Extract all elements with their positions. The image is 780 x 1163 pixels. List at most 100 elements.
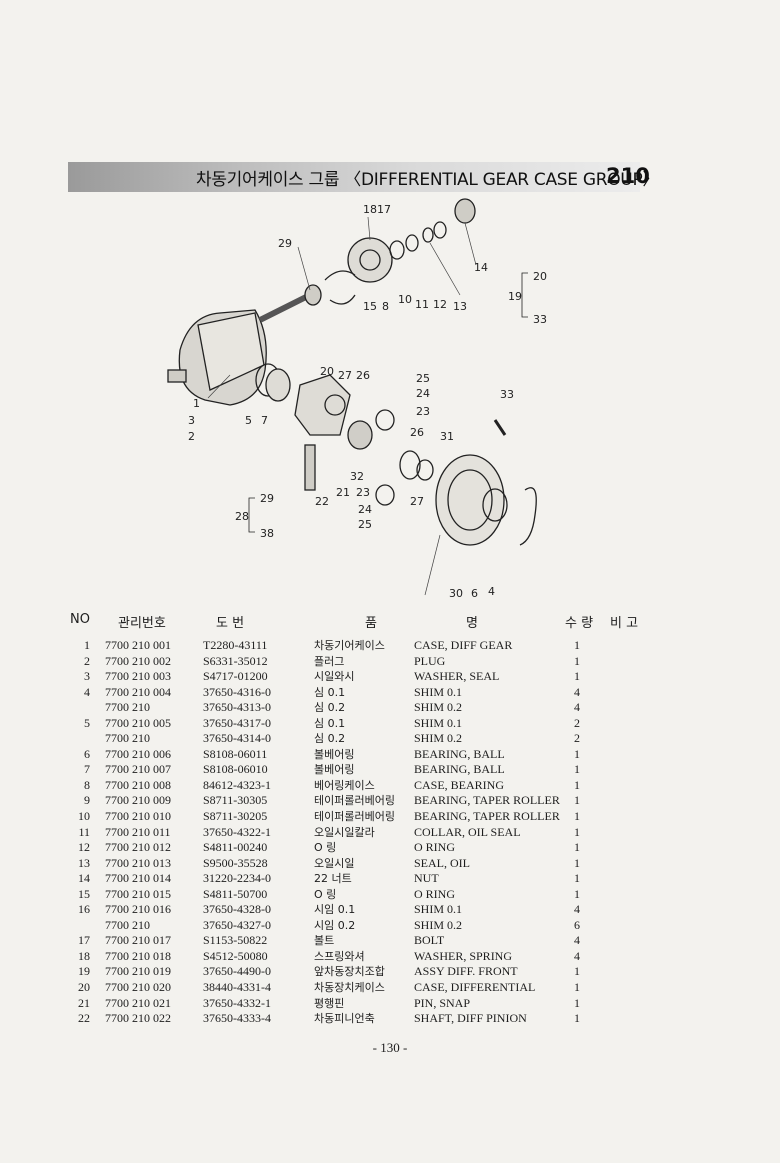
row-name-eng: WASHER, SPRING [414,948,513,963]
diagram-label: 30 [449,587,463,600]
diagram-label: 24 [416,387,430,400]
row-number: 11 [78,824,90,839]
row-drawing-number: T2280-43111 [203,638,268,652]
group-number: 210 [606,164,650,188]
row-name-eng: SHAFT, DIFF PINION [414,1011,527,1026]
row-name-kor: 22 너트 [314,872,352,886]
diagram-label: 17 [377,203,391,216]
row-quantity: 4 [574,700,580,715]
row-name-kor: 심 0.2 [314,732,346,746]
row-name-kor: 평행핀 [314,996,345,1010]
diagram-label: 1 [193,397,200,410]
diagram-label: 33 [500,388,514,401]
diagram-label: 2 [188,430,195,443]
row-drawing-number: S1153-50822 [203,933,268,948]
row-code: 7700 210 020 [105,980,171,995]
row-number: 9 [84,793,90,808]
row-drawing-number: 38440-4331-4 [203,980,271,995]
diagram-label: 21 [336,486,350,499]
row-drawing-number: 37650-4332-1 [203,995,271,1010]
row-number: 15 [78,886,90,901]
row-name-kor: 시일와시 [314,670,355,684]
row-name-eng: O RING [414,886,455,901]
diagram-label: 12 [433,298,447,311]
row-number: 2 [84,653,90,668]
row-quantity: 1 [574,964,580,979]
row-quantity: 1 [574,669,580,684]
diagram-label: 20 [320,365,334,378]
row-quantity: 1 [574,995,580,1010]
row-drawing-number: S8108-06011 [203,746,268,761]
row-name-kor: 심 0.1 [314,716,346,730]
header-name-eng: 명 [466,616,478,631]
exploded-parts-diagram: 18 17 29 14 20 19 33 15 8 10 11 12 13 1 … [160,195,600,605]
row-quantity: 1 [574,653,580,668]
row-name-eng: BEARING, BALL [414,762,505,777]
row-drawing-number: S8108-06010 [203,762,268,777]
table-row: 21 7700 210 021 37650-4332-1 평행핀 PIN, SNAP 1 [0,996,780,1012]
row-number: 4 [84,684,90,699]
row-name-kor: 차동피니언축 [314,1012,375,1026]
row-code: 7700 210 021 [105,995,171,1010]
row-quantity: 4 [574,902,580,917]
row-code: 7700 210 007 [105,762,171,777]
parts-table-header: NO 관리번호 도 번 품 명 수 량 비 고 [0,612,780,634]
row-code: 7700 210 017 [105,933,171,948]
row-name-kor: 시임 0.2 [314,918,356,932]
diagram-label: 38 [260,527,274,540]
diagram-label: 8 [382,300,389,313]
row-name-eng: SHIM 0.1 [414,902,463,917]
row-name-eng: BEARING, BALL [414,746,505,761]
header-drawing: 도 번 [216,616,245,631]
row-name-kor: 차동장치케이스 [314,981,385,995]
row-quantity: 6 [574,917,580,932]
diagram-label: 11 [415,298,429,311]
row-number: 16 [78,902,90,917]
row-name-kor: 플러그 [314,654,345,668]
row-name-eng: O RING [414,840,455,855]
header-remark: 비 고 [610,616,639,631]
row-drawing-number: 37650-4313-0 [203,700,271,715]
row-name-eng: BOLT [414,933,445,948]
diagram-label: 29 [260,492,274,505]
row-number: 13 [78,855,90,870]
row-code: 7700 210 006 [105,746,171,761]
row-code: 7700 210 018 [105,948,171,963]
row-name-eng: CASE, DIFF GEAR [414,638,513,652]
row-quantity: 1 [574,886,580,901]
diagram-label: 5 [245,414,252,427]
diagram-label: 24 [358,503,372,516]
diagram-label: 18 [363,203,377,216]
row-name-kor: 볼베어링 [314,747,355,761]
row-name-eng: SHIM 0.1 [414,684,463,699]
row-drawing-number: 37650-4333-4 [203,1011,271,1026]
row-code: 7700 210 [105,917,150,932]
diagram-label: 27 [410,495,424,508]
row-drawing-number: S8711-30305 [203,793,268,808]
row-name-eng: PIN, SNAP [414,995,471,1010]
row-name-eng: SHIM 0.1 [414,715,463,730]
row-name-kor: O 링 [314,887,337,901]
diagram-illustration: 18 17 29 14 20 19 33 15 8 10 11 12 13 1 … [167,198,547,600]
row-name-kor: 스프링와셔 [314,949,365,963]
diagram-label: 19 [508,290,522,303]
row-code: 7700 210 012 [105,840,171,855]
row-code: 7700 210 005 [105,715,171,730]
row-code: 7700 210 011 [105,824,171,839]
row-number: 21 [78,995,90,1010]
row-number: 22 [78,1011,90,1026]
